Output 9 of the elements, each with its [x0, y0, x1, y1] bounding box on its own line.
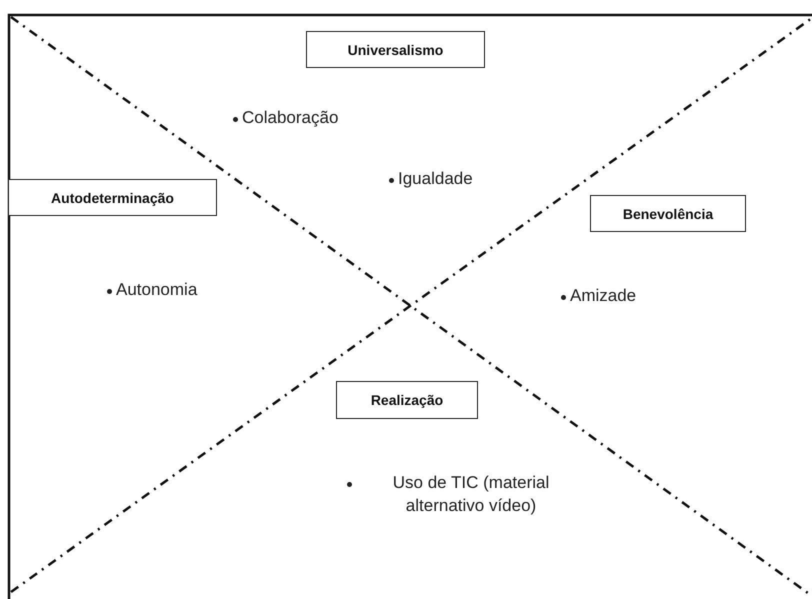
- category-box: Universalismo: [306, 31, 485, 68]
- bullet-item: Autonomia: [116, 279, 198, 301]
- category-box: Autodeterminação: [8, 179, 217, 216]
- bullet-item: Amizade: [570, 285, 636, 307]
- category-box: Benevolência: [590, 195, 746, 232]
- bullet-item: Igualdade: [398, 168, 473, 190]
- category-box: Realização: [336, 381, 478, 419]
- bullet-item: Colaboração: [242, 107, 338, 129]
- bullet-item: Uso de TIC (material alternativo vídeo): [392, 472, 550, 517]
